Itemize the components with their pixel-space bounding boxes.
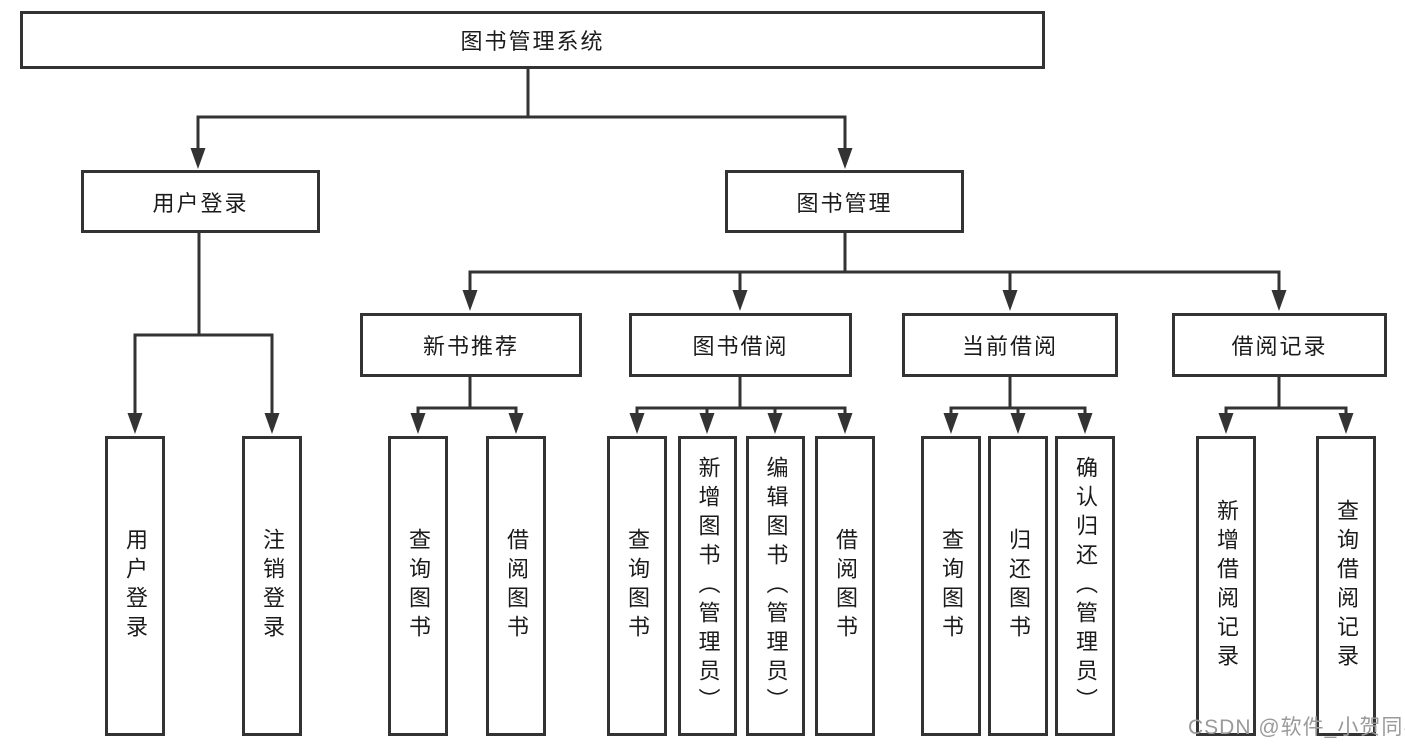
node-user-login: 用户登录: [81, 170, 320, 233]
leaf-logout: 注销登录: [242, 436, 302, 736]
leaf-user-login-label: 用户登录: [123, 528, 148, 644]
node-root-system: 图书管理系统: [20, 11, 1045, 69]
leaf-query-book-current-label: 查询图书: [939, 528, 964, 644]
leaf-query-book-current: 查询图书: [921, 436, 981, 736]
csdn-watermark: CSDN @软件_小贺同学: [1188, 716, 1405, 739]
leaf-logout-label: 注销登录: [260, 528, 285, 644]
node-user-login-label: 用户登录: [152, 190, 249, 216]
node-book-management: 图书管理: [725, 170, 964, 233]
leaf-add-book-admin-label: 新增图书（管理员）: [695, 455, 721, 717]
connector-book-mgmt: [468, 233, 1281, 293]
node-book-borrow-label: 图书借阅: [692, 334, 789, 359]
connector-borrow: [635, 377, 847, 415]
leaf-borrow-book-recommend: 借阅图书: [486, 436, 546, 736]
connector-record: [1224, 377, 1348, 415]
leaf-return-book: 归还图书: [988, 436, 1048, 736]
leaf-borrow-book-label: 借阅图书: [833, 528, 858, 644]
leaf-confirm-return-admin: 确认归还（管理员）: [1055, 436, 1115, 736]
leaf-query-book-recommend-label: 查询图书: [406, 528, 431, 644]
node-new-book-recommend: 新书推荐: [360, 313, 582, 377]
leaf-query-book-borrow-label: 查询图书: [625, 528, 650, 644]
leaf-edit-book-admin: 编辑图书（管理员）: [746, 436, 805, 736]
leaf-return-book-label: 归还图书: [1006, 528, 1031, 644]
node-current-borrow: 当前借阅: [902, 313, 1118, 377]
leaf-borrow-book: 借阅图书: [815, 436, 875, 736]
leaf-query-borrow-record: 查询借阅记录: [1316, 436, 1376, 736]
leaf-query-book-recommend: 查询图书: [388, 436, 448, 736]
leaf-user-login: 用户登录: [105, 436, 165, 736]
node-root-label: 图书管理系统: [460, 29, 605, 54]
connector-user-login: [133, 233, 274, 415]
leaf-query-borrow-record-label: 查询借阅记录: [1334, 499, 1359, 673]
node-current-borrow-label: 当前借阅: [961, 334, 1058, 359]
node-book-management-label: 图书管理: [796, 190, 893, 216]
leaf-query-book-borrow: 查询图书: [607, 436, 667, 736]
node-new-book-recommend-label: 新书推荐: [422, 334, 519, 359]
leaf-add-borrow-record-label: 新增借阅记录: [1214, 499, 1239, 673]
connector-root: [196, 69, 847, 152]
node-borrow-record-label: 借阅记录: [1231, 334, 1328, 359]
node-borrow-record: 借阅记录: [1172, 313, 1387, 377]
leaf-confirm-return-admin-label: 确认归还（管理员）: [1073, 455, 1098, 717]
leaf-add-book-admin: 新增图书（管理员）: [678, 436, 737, 736]
leaf-edit-book-admin-label: 编辑图书（管理员）: [763, 455, 789, 717]
leaf-add-borrow-record: 新增借阅记录: [1196, 436, 1256, 736]
leaf-borrow-book-recommend-label: 借阅图书: [504, 528, 529, 644]
node-book-borrow: 图书借阅: [629, 313, 852, 377]
connector-current: [949, 377, 1087, 415]
arrowheads: [127, 148, 1354, 434]
connector-new-book: [416, 377, 518, 415]
